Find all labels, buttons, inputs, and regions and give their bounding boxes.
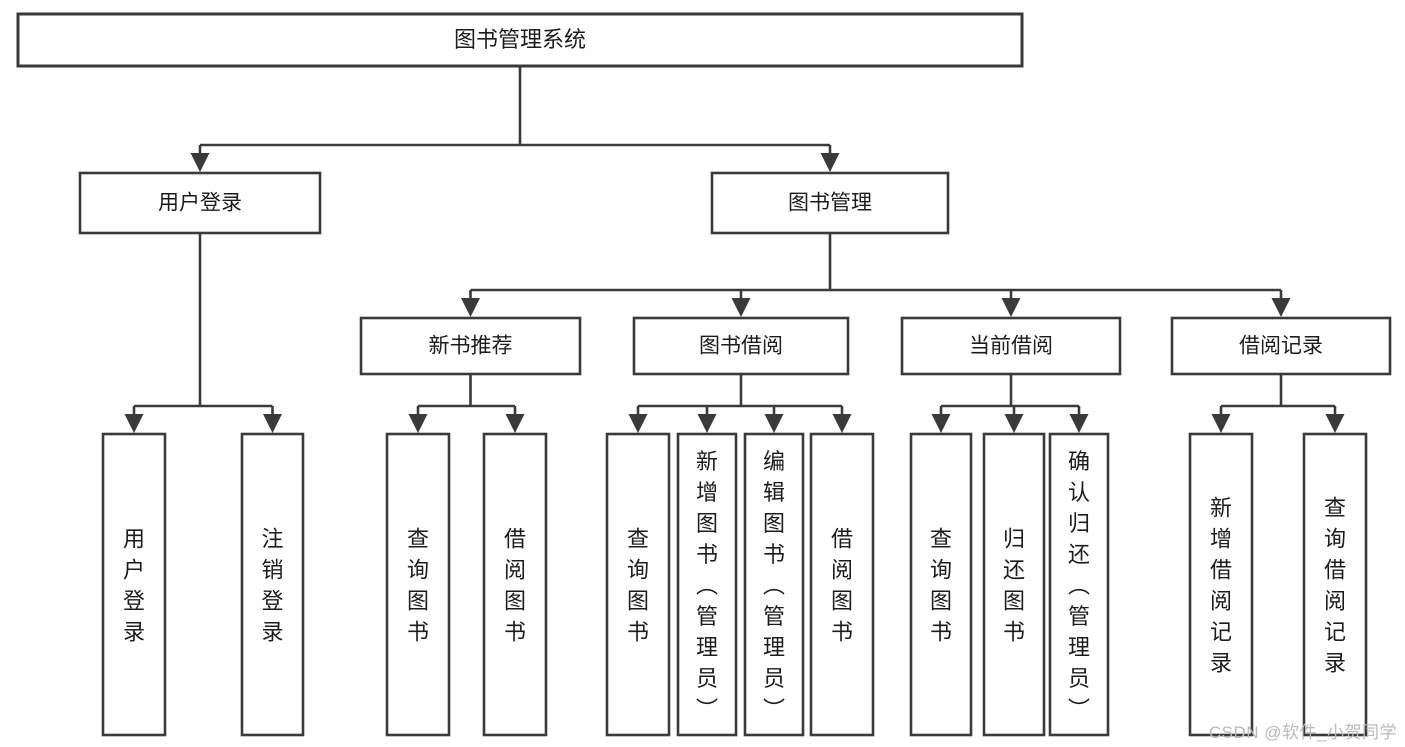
node-label: 查询借阅记录	[1324, 496, 1346, 676]
node-label: 借阅图书	[831, 527, 853, 645]
node-label: 用户登录	[158, 192, 242, 215]
node-label: 归还图书	[1003, 527, 1025, 645]
arrow-head-icon	[1069, 414, 1089, 433]
node-borrow-record[interactable]: 借阅记录	[1170, 316, 1392, 376]
node-box	[359, 316, 582, 376]
arrow-head-icon	[1325, 414, 1345, 433]
node-box	[482, 432, 548, 737]
node-label: 新书推荐	[429, 335, 513, 358]
node-current-borrow[interactable]: 当前借阅	[900, 316, 1122, 376]
node-leaf-add-record[interactable]: 新增借阅记录	[1188, 432, 1254, 737]
node-label: 查询图书	[407, 527, 429, 645]
node-box	[676, 432, 738, 737]
node-leaf-add-book-admin[interactable]: 新增图书︵管理员︶	[676, 432, 738, 737]
node-label: 借阅记录	[1239, 335, 1323, 358]
node-book-borrow[interactable]: 图书借阅	[632, 316, 850, 376]
connector-group-book-borrow	[628, 374, 852, 433]
node-new-book-recommend[interactable]: 新书推荐	[359, 316, 582, 376]
arrow-head-icon	[697, 414, 717, 433]
node-label: 借阅图书	[504, 527, 526, 645]
node-label: 查询图书	[627, 527, 649, 645]
node-leaf-user-login[interactable]: 用户登录	[101, 432, 167, 737]
node-label: 新增图书︵管理员︶	[696, 449, 718, 722]
arrow-head-icon	[628, 414, 648, 433]
arrow-head-icon	[1001, 298, 1021, 317]
node-leaf-return-book[interactable]: 归还图书	[982, 432, 1046, 737]
node-box	[605, 432, 671, 737]
node-leaf-borrow-book-1[interactable]: 借阅图书	[482, 432, 548, 737]
node-label: 图书管理系统	[454, 27, 586, 52]
node-leaf-borrow-book-2[interactable]: 借阅图书	[809, 432, 875, 737]
node-box	[900, 316, 1122, 376]
arrow-head-icon	[461, 298, 480, 317]
node-box	[101, 432, 167, 737]
node-label: 确认归还︵管理员︶	[1068, 449, 1090, 722]
connector-group-book-manage	[461, 233, 1291, 317]
arrow-head-icon	[263, 414, 282, 433]
arrow-head-icon	[832, 414, 852, 433]
node-label: 注销登录	[261, 527, 283, 645]
node-box	[1302, 432, 1368, 737]
node-leaf-confirm-return[interactable]: 确认归还︵管理员︶	[1048, 432, 1110, 737]
connector-group-user-login	[124, 233, 282, 433]
node-user-login[interactable]: 用户登录	[78, 171, 322, 235]
arrow-head-icon	[820, 153, 840, 172]
node-box	[78, 171, 322, 235]
node-label: 图书借阅	[699, 335, 783, 358]
node-label: 用户登录	[123, 527, 145, 645]
connector-layer	[124, 66, 1345, 433]
arrow-head-icon	[1271, 298, 1291, 317]
node-box	[809, 432, 875, 737]
node-root[interactable]: 图书管理系统	[16, 12, 1024, 68]
connector-group-borrow-record	[1211, 374, 1345, 433]
arrow-head-icon	[764, 414, 784, 433]
node-label: 当前借阅	[969, 335, 1053, 358]
node-leaf-query-book-1[interactable]: 查询图书	[385, 432, 451, 737]
arrow-head-icon	[731, 298, 751, 317]
node-label: 图书管理	[788, 192, 872, 215]
node-label: 查询图书	[930, 527, 952, 645]
node-box	[982, 432, 1046, 737]
node-leaf-query-record[interactable]: 查询借阅记录	[1302, 432, 1368, 737]
node-layer: 图书管理系统用户登录图书管理新书推荐图书借阅当前借阅借阅记录用户登录注销登录查询…	[16, 12, 1392, 737]
node-box	[710, 171, 950, 235]
arrow-head-icon	[931, 414, 951, 433]
arrow-head-icon	[1211, 414, 1231, 433]
node-leaf-logout[interactable]: 注销登录	[240, 432, 305, 737]
node-box	[1188, 432, 1254, 737]
connector-group-new-book-recommend	[408, 374, 525, 433]
node-box	[909, 432, 973, 737]
connector-group-current-borrow	[931, 374, 1089, 433]
node-leaf-query-book-2[interactable]: 查询图书	[605, 432, 671, 737]
arrow-head-icon	[1004, 414, 1024, 433]
node-label: 新增借阅记录	[1210, 496, 1232, 676]
arrow-head-icon	[124, 414, 144, 433]
node-leaf-query-book-3[interactable]: 查询图书	[909, 432, 973, 737]
node-label: 编辑图书︵管理员︶	[763, 449, 785, 722]
node-box	[16, 12, 1024, 68]
node-box	[743, 432, 805, 737]
node-box	[1170, 316, 1392, 376]
node-box	[385, 432, 451, 737]
node-book-manage[interactable]: 图书管理	[710, 171, 950, 235]
node-box	[1048, 432, 1110, 737]
arrow-head-icon	[505, 414, 525, 433]
arrow-head-icon	[190, 153, 210, 172]
node-box	[240, 432, 305, 737]
node-box	[632, 316, 850, 376]
arrow-head-icon	[408, 414, 428, 433]
node-leaf-edit-book-admin[interactable]: 编辑图书︵管理员︶	[743, 432, 805, 737]
connector-group-root	[190, 66, 840, 172]
